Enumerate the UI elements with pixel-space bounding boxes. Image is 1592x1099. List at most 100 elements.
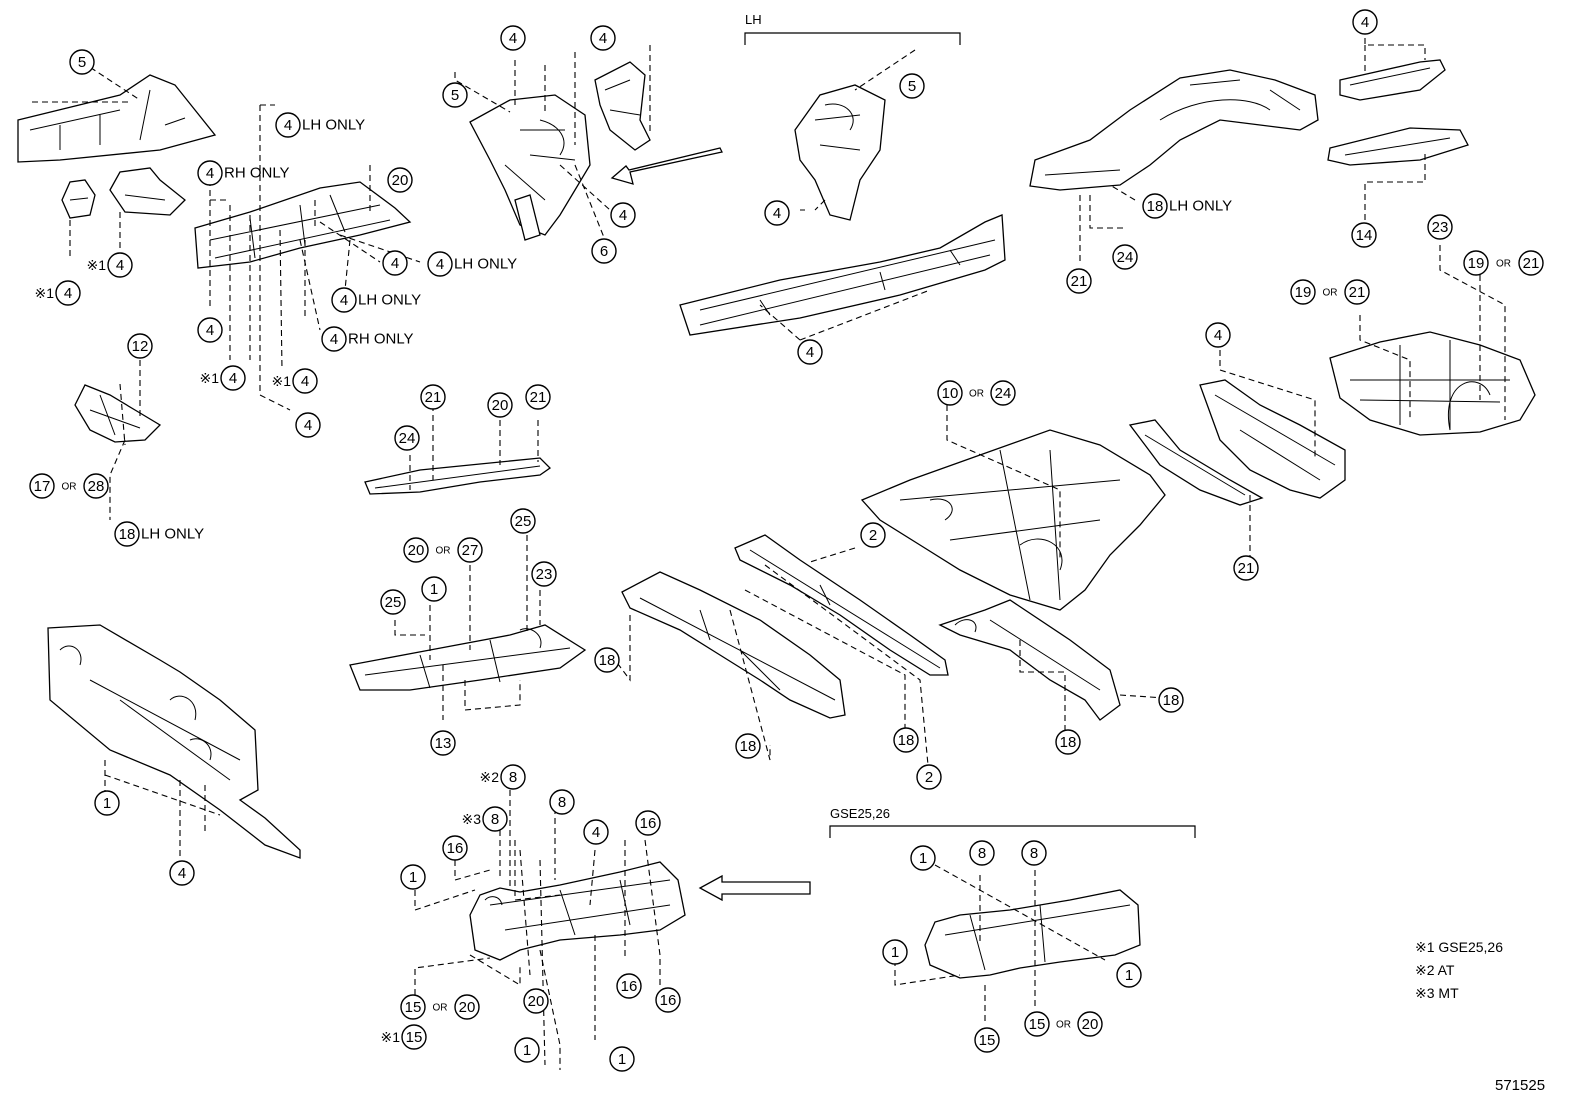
callout-or-separator: OR bbox=[969, 389, 984, 400]
callout-20: 20 bbox=[487, 392, 513, 418]
callout-number: 18 bbox=[1060, 734, 1077, 751]
callout-condition-mark: ※2 bbox=[479, 769, 499, 785]
callout-21: 21 bbox=[420, 384, 446, 410]
callout-number: 5 bbox=[451, 87, 459, 104]
callout-number: 27 bbox=[462, 542, 479, 559]
callout-circle bbox=[427, 251, 453, 277]
callout-circle bbox=[735, 733, 761, 759]
callout-or-separator: OR bbox=[433, 1003, 448, 1014]
callout-note-lh-only: LH ONLY bbox=[454, 256, 517, 273]
callout-number: 21 bbox=[1523, 255, 1540, 272]
callout-number: 8 bbox=[509, 769, 517, 786]
callout-16: 16 bbox=[635, 810, 661, 836]
callout-number: 23 bbox=[1432, 219, 1449, 236]
group-label-lh: LH bbox=[745, 12, 762, 27]
callout-28: 28 bbox=[83, 473, 109, 499]
part-rear-side-member-2 bbox=[1128, 419, 1264, 506]
callout-20: 20 bbox=[523, 988, 549, 1014]
callout-circle bbox=[487, 392, 513, 418]
callout-2: 2 bbox=[860, 522, 886, 548]
callout-circle bbox=[197, 160, 223, 186]
callout-circle bbox=[591, 238, 617, 264]
callout-number: 1 bbox=[103, 795, 111, 812]
callout-circle bbox=[29, 473, 55, 499]
callout-number: 20 bbox=[459, 999, 476, 1016]
callout-circle bbox=[1116, 962, 1142, 988]
callout-circle bbox=[1055, 729, 1081, 755]
callout-number: 8 bbox=[558, 794, 566, 811]
callout-circle bbox=[442, 82, 468, 108]
callout-circle bbox=[94, 790, 120, 816]
callout-circle bbox=[482, 806, 508, 832]
callout-number: 18 bbox=[1147, 198, 1164, 215]
callout-circle bbox=[590, 25, 616, 51]
callout-24: 24 bbox=[394, 425, 420, 451]
callout-number: 2 bbox=[869, 527, 877, 544]
callout-21: 21 bbox=[1518, 250, 1544, 276]
callout-4: 4 bbox=[764, 200, 790, 226]
callout-circle bbox=[127, 333, 153, 359]
callout-13: 13 bbox=[430, 730, 456, 756]
callout-number: 19 bbox=[1295, 284, 1312, 301]
part-apron-extension bbox=[594, 61, 651, 151]
callout-number: 19 bbox=[1468, 255, 1485, 272]
callout-number: 2 bbox=[925, 769, 933, 786]
part-dash-panel bbox=[47, 624, 301, 859]
arrow-to-lh-part bbox=[610, 147, 723, 185]
part-cross-member-diagonal bbox=[938, 599, 1121, 721]
callout-number: 10 bbox=[942, 385, 959, 402]
callout-2: 2 bbox=[916, 764, 942, 790]
callout-circle bbox=[400, 994, 426, 1020]
part-floor-tunnel-gse bbox=[924, 889, 1141, 979]
part-rear-wheelhouse bbox=[1029, 69, 1319, 191]
callout-5: 5 bbox=[69, 49, 95, 75]
callout-note-lh-only: LH ONLY bbox=[141, 526, 204, 543]
part-brackets-small bbox=[61, 167, 186, 219]
callout-condition-mark: ※1 bbox=[34, 285, 54, 301]
callout-number: 4 bbox=[340, 292, 348, 309]
callout-4: 4 bbox=[1205, 322, 1231, 348]
part-rear-crossmember-upper bbox=[1339, 59, 1446, 101]
callout-number: 12 bbox=[132, 338, 149, 355]
callout-5: 5 bbox=[442, 82, 468, 108]
callout-or-separator: OR bbox=[436, 546, 451, 557]
callout-circle bbox=[899, 73, 925, 99]
callout-15: 15 bbox=[1024, 1011, 1050, 1037]
callout-circle bbox=[937, 380, 963, 406]
callout-20: 20 bbox=[454, 994, 480, 1020]
callout-circle bbox=[549, 789, 575, 815]
callout-note-rh-only: RH ONLY bbox=[348, 331, 414, 348]
callout-number: 20 bbox=[492, 397, 509, 414]
arrow-to-tunnel bbox=[698, 874, 811, 902]
callout-note-lh-only: LH ONLY bbox=[302, 117, 365, 134]
callout-4: 4 bbox=[382, 250, 408, 276]
callout-number: 4 bbox=[206, 165, 214, 182]
callout-number: 15 bbox=[405, 999, 422, 1016]
callout-number: 20 bbox=[1082, 1016, 1099, 1033]
callout-number: 20 bbox=[408, 542, 425, 559]
callout-5: 5 bbox=[899, 73, 925, 99]
callout-circle bbox=[764, 200, 790, 226]
callout-14: 14 bbox=[1351, 222, 1377, 248]
callout-20: 20 bbox=[387, 167, 413, 193]
callout-4: 4 LH ONLY bbox=[275, 112, 365, 138]
callout-number: 4 bbox=[284, 117, 292, 134]
callout-circle bbox=[1112, 244, 1138, 270]
callout-number: 4 bbox=[619, 207, 627, 224]
callout-circle bbox=[1077, 1011, 1103, 1037]
callout-1: 1 bbox=[400, 864, 426, 890]
callout-circle bbox=[275, 112, 301, 138]
callout-number: 16 bbox=[621, 978, 638, 995]
callout-circle bbox=[387, 167, 413, 193]
callout-circle bbox=[523, 988, 549, 1014]
callout-circle bbox=[1463, 250, 1489, 276]
part-side-member-1 bbox=[621, 571, 846, 719]
callout-number: 21 bbox=[425, 389, 442, 406]
